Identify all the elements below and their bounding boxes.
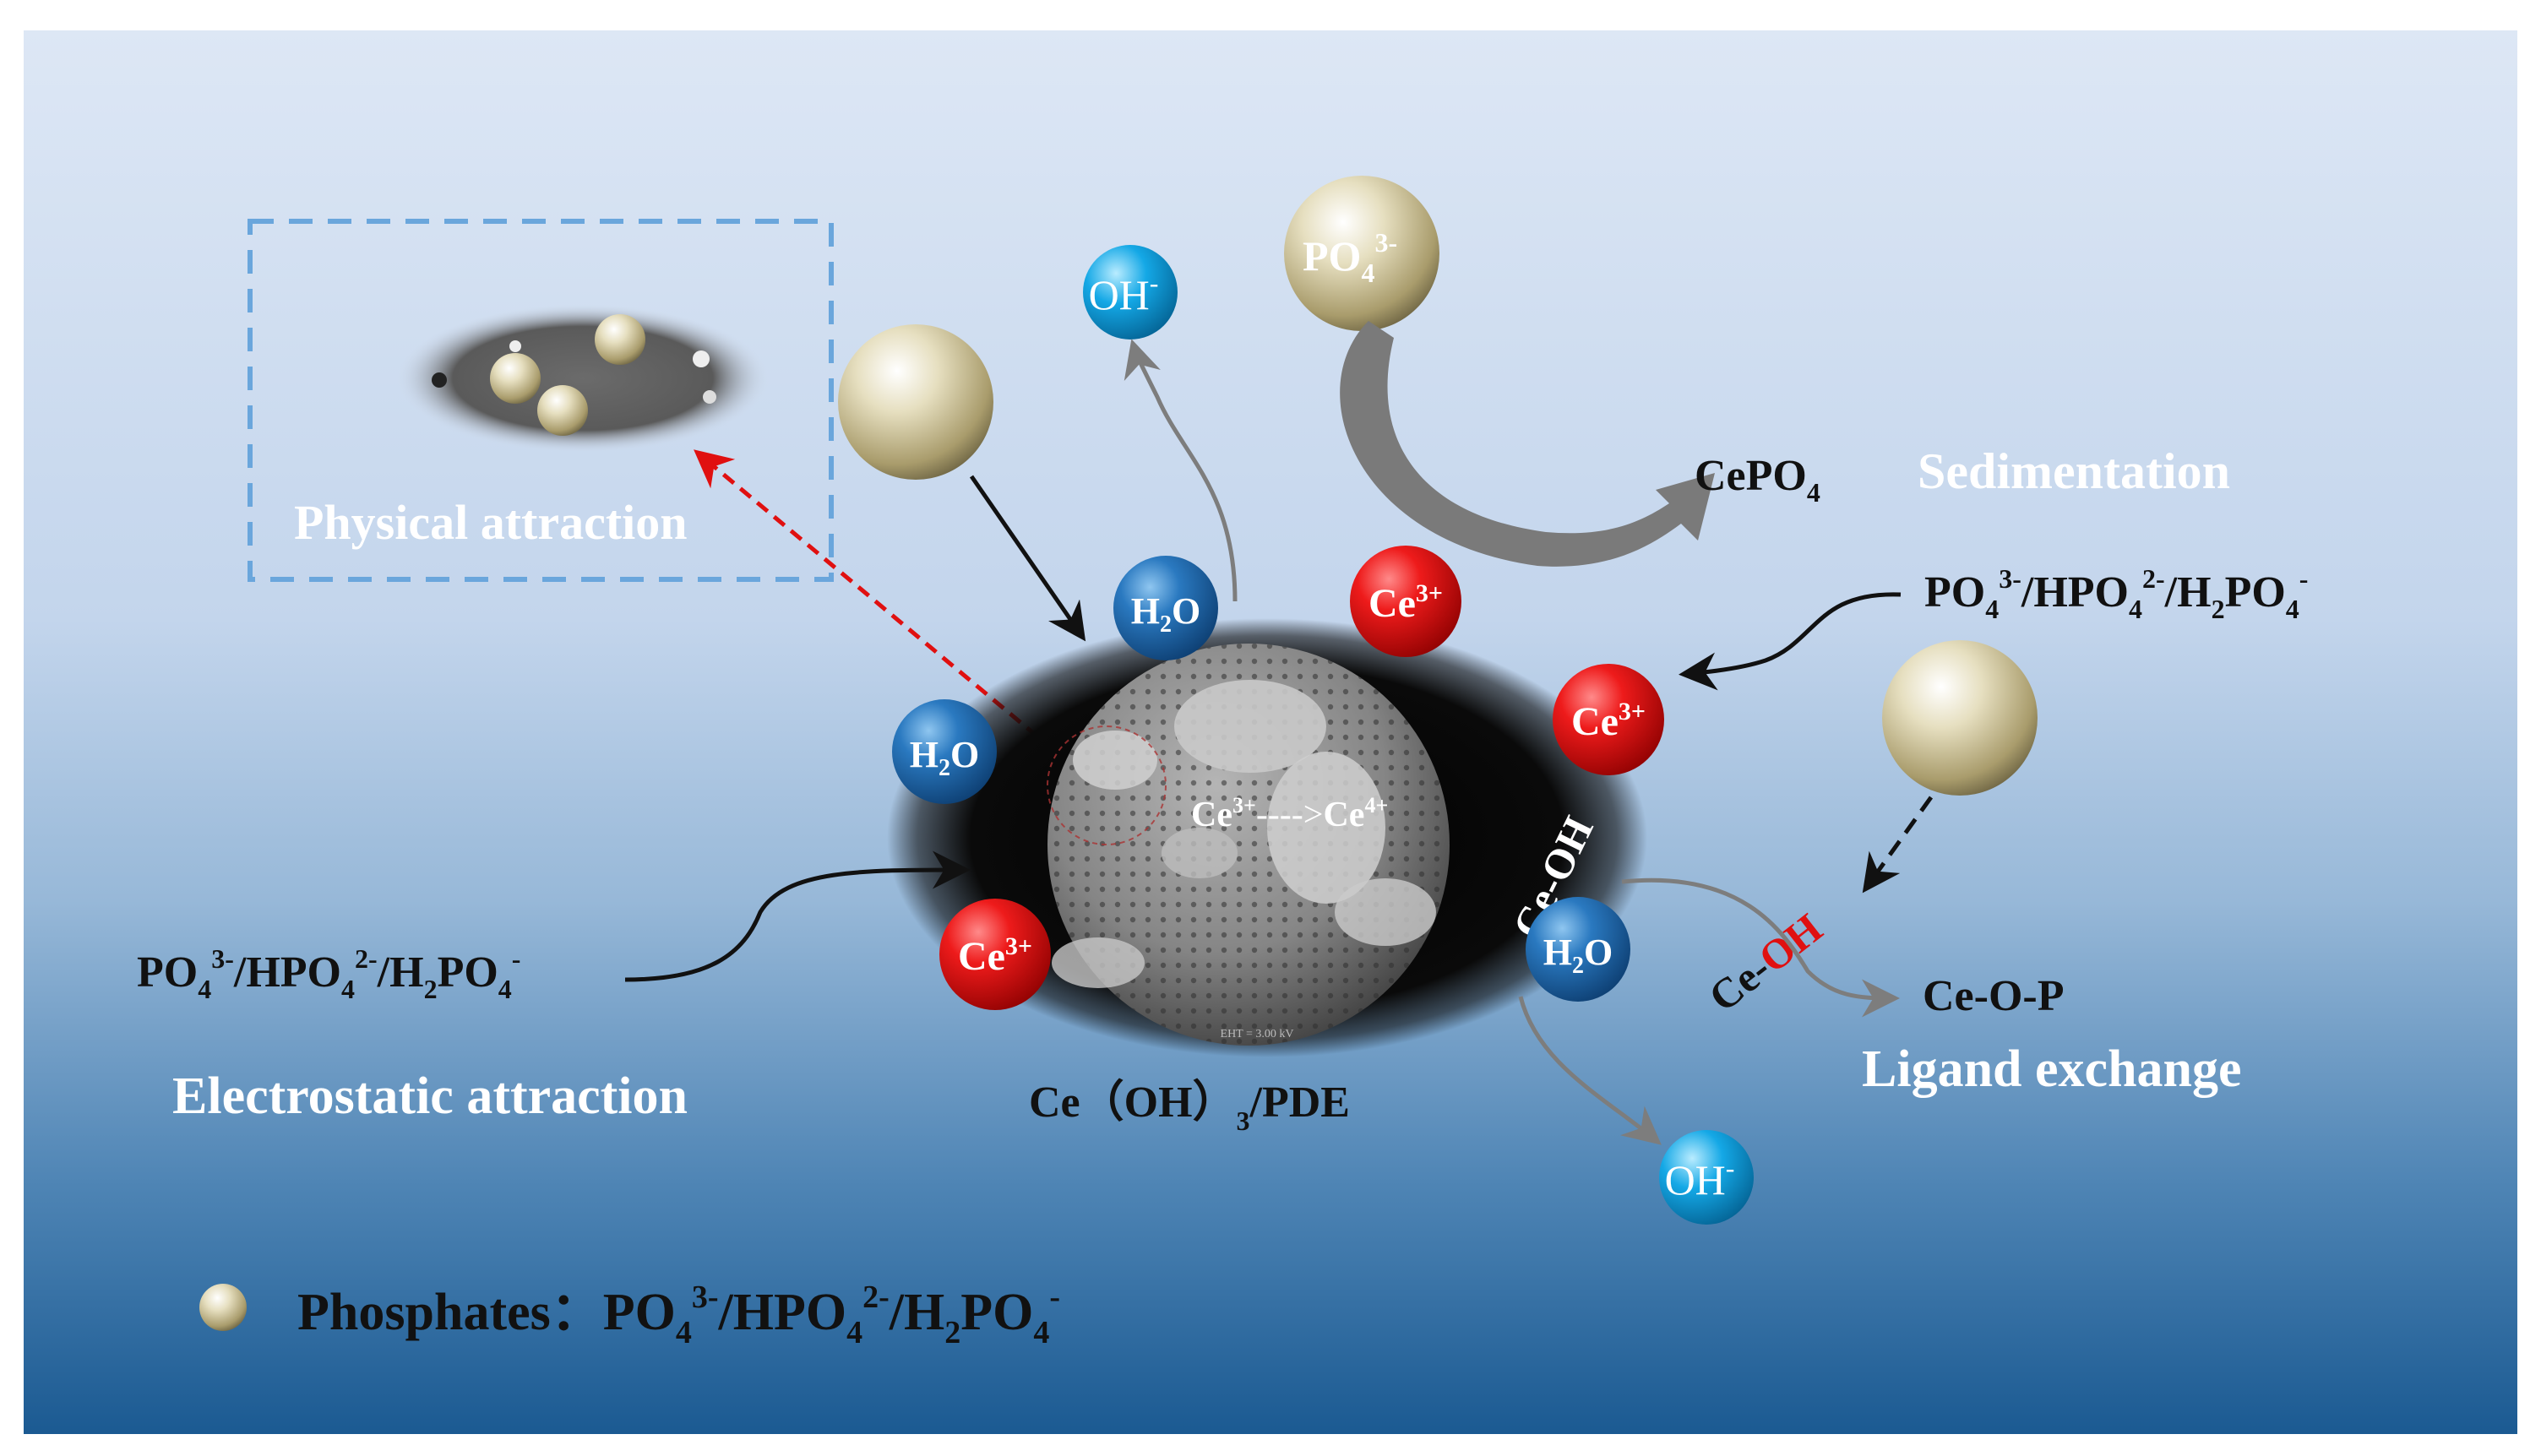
- ligand-exchange-label: Ligand exchange: [1862, 1040, 2242, 1098]
- physical-attraction-label: Physical attraction: [294, 495, 688, 550]
- gray-arrow: [1518, 996, 1662, 1145]
- physical-attraction-panel: Physical attraction: [248, 219, 834, 582]
- redox-label: Ce3+---->Ce4+: [1191, 793, 1388, 834]
- phosphate-ball: [838, 324, 993, 480]
- phosphate-ball-small: [595, 314, 645, 365]
- svg-text:H2O: H2O: [1131, 590, 1200, 638]
- legend-text: Phosphates：PO43-/HPO42-/H2PO4-: [297, 1279, 1060, 1350]
- ce3-ion: Ce3+: [939, 899, 1051, 1010]
- ce-oh3-pde-particle: EHT = 3.00 kV Ce3+---->Ce4+ Ce-OH: [887, 618, 1647, 1057]
- legend: Phosphates：PO43-/HPO42-/H2PO4-: [199, 1279, 1060, 1350]
- sedimentation-label: Sedimentation: [1918, 443, 2230, 499]
- phosphate-formula-left: PO43-/HPO42-/H2PO4-: [137, 943, 520, 1004]
- gray-arrow: [1621, 877, 1900, 1018]
- ce-aggregate: [1335, 878, 1436, 946]
- gray-arrow: [1124, 339, 1238, 602]
- electrostatic-attraction-label: Electrostatic attraction: [172, 1068, 688, 1125]
- svg-text:Ce3+: Ce3+: [958, 932, 1032, 979]
- svg-text:OH-: OH-: [1665, 1153, 1735, 1203]
- phosphate-ion-ball: PO43-: [1284, 176, 1439, 331]
- phosphate-ball-small: [490, 353, 541, 404]
- phosphate-formula-right: PO43-/HPO42-/H2PO4-: [1924, 563, 2308, 624]
- ce-aggregate: [1162, 828, 1238, 878]
- svg-text:OH-: OH-: [1089, 268, 1159, 318]
- dashed-black-arrow: [1862, 796, 1934, 894]
- svg-text:H2O: H2O: [1543, 932, 1613, 979]
- sedimentation-arrow: [1340, 321, 1715, 567]
- ce3-ion: Ce3+: [1350, 546, 1461, 657]
- svg-text:Ce3+: Ce3+: [1368, 579, 1443, 626]
- phosphate-ball: [1882, 640, 2038, 796]
- svg-text:H2O: H2O: [910, 734, 979, 781]
- ce-aggregate: [1073, 731, 1157, 790]
- ce-o-p-label: Ce-O-P: [1923, 972, 2064, 1020]
- phosphate-ball-small: [537, 385, 588, 436]
- cepo4-label: CePO4: [1695, 452, 1820, 508]
- material-label: Ce（OH）3/PDE: [1029, 1078, 1350, 1136]
- svg-text:PO43-: PO43-: [1303, 227, 1397, 288]
- black-arrow: [1679, 592, 1902, 691]
- svg-text:Ce3+: Ce3+: [1571, 698, 1646, 744]
- water-molecule: H2O: [1526, 897, 1630, 1002]
- ce-aggregate: [1052, 937, 1145, 988]
- hydroxide-ion: OH-: [1083, 245, 1178, 340]
- sem-caption: EHT = 3.00 kV: [1221, 1028, 1294, 1040]
- legend-phosphate-ball: [199, 1284, 247, 1331]
- ce3-ion: Ce3+: [1553, 664, 1664, 775]
- ce-aggregate: [1267, 752, 1385, 904]
- dashed-box: [248, 219, 834, 582]
- black-arrow: [624, 850, 971, 982]
- sem-disc-image: [397, 304, 769, 453]
- black-arrow: [969, 475, 1086, 642]
- hydroxide-ion: OH-: [1659, 1130, 1754, 1225]
- ce-aggregate: [1174, 680, 1326, 773]
- water-molecule: H2O: [892, 699, 997, 804]
- red-dashed-arrow: [694, 449, 1039, 738]
- water-molecule: H2O: [1113, 556, 1218, 660]
